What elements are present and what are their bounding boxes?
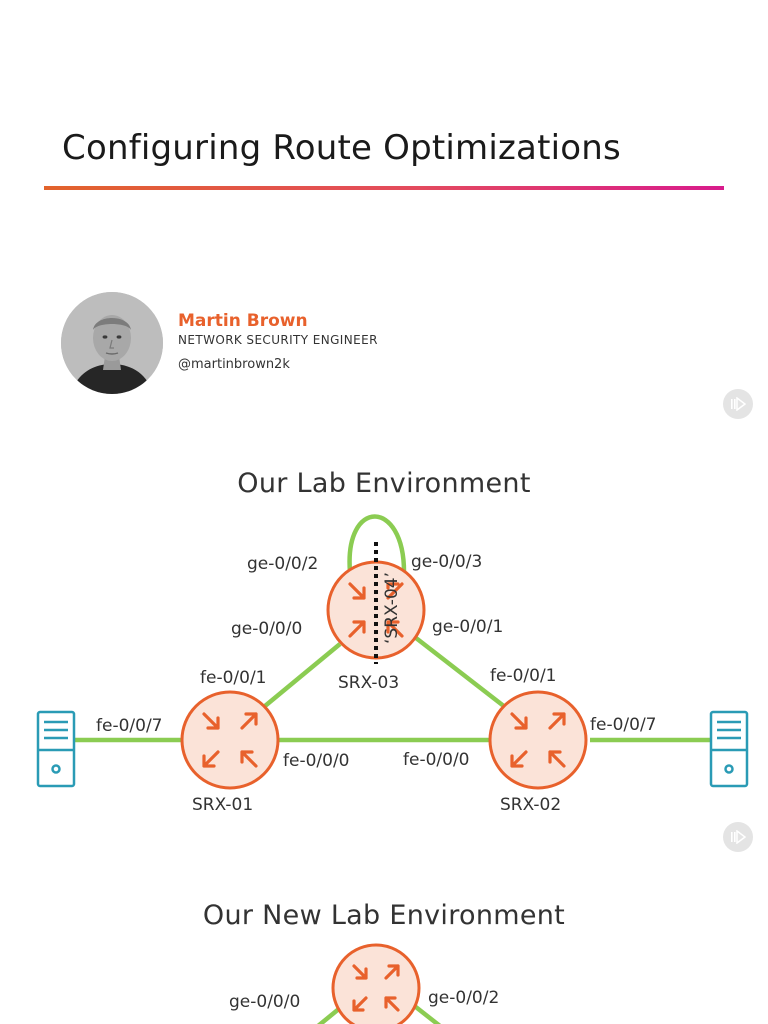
author-name: Martin Brown [178,311,308,331]
links [75,514,712,743]
server-icon [36,710,76,788]
links [316,1002,442,1024]
author-handle: @martinbrown2k [178,357,290,372]
router-label-srx03: SRX-03 [338,673,399,693]
iface-srx03-ge001: ge-0/0/1 [432,617,503,637]
play-badge-icon[interactable] [723,822,753,852]
router-srx02[interactable] [488,690,588,790]
course-title: Configuring Route Optimizations [62,128,621,168]
author-role: NETWORK SECURITY ENGINEER [178,333,378,347]
iface-srx02-fe007: fe-0/0/7 [590,715,656,735]
router-srx01[interactable] [180,690,280,790]
iface-srx03-ge000: ge-0/0/0 [231,619,302,639]
link-srx03-srx02 [414,636,507,709]
author-avatar [61,292,163,394]
router-icon [202,712,258,768]
iface-new-ge000: ge-0/0/0 [229,992,300,1012]
iface-srx03-ge003: ge-0/0/3 [411,552,482,572]
router-icon [352,964,400,1012]
router-icon [348,582,404,638]
router-label-srx01: SRX-01 [192,795,253,815]
iface-srx03-ge002: ge-0/0/2 [247,554,318,574]
iface-srx02-fe000: fe-0/0/0 [403,750,469,770]
section-title: Our New Lab Environment [202,900,566,931]
iface-srx01-fe000: fe-0/0/0 [283,751,349,771]
new-lab-environment-slide: Our New Lab Environment ge-0/0/0 ge-0/0/… [0,864,768,1024]
iface-srx01-fe001: fe-0/0/1 [200,668,266,688]
loop-srx03 [347,514,407,573]
title-slide: Configuring Route Optimizations Martin B… [0,0,768,432]
server-left[interactable] [36,710,76,788]
server-right[interactable] [709,710,749,788]
section-title: Our Lab Environment [237,468,531,499]
play-badge-icon[interactable] [723,389,753,419]
iface-srx02-fe001: fe-0/0/1 [490,666,556,686]
title-divider [44,186,724,190]
author-photo-icon [61,292,163,394]
link-srx01-srx03 [263,642,342,708]
router-icon [510,712,566,768]
network-diagram: ge-0/0/2 ge-0/0/3 ge-0/0/0 ge-0/0/1 fe-0… [36,514,749,815]
new-network-diagram: ge-0/0/0 ge-0/0/2 [229,943,499,1024]
iface-new-ge002: ge-0/0/2 [428,988,499,1008]
lab-environment-slide: Our Lab Environment [0,432,768,864]
router-label-srx04-virtual: ‘SRX-04’ [382,572,402,644]
server-icon [709,710,749,788]
router-new-top[interactable] [331,943,421,1024]
iface-srx01-fe007: fe-0/0/7 [96,716,162,736]
router-label-srx02: SRX-02 [500,795,561,815]
